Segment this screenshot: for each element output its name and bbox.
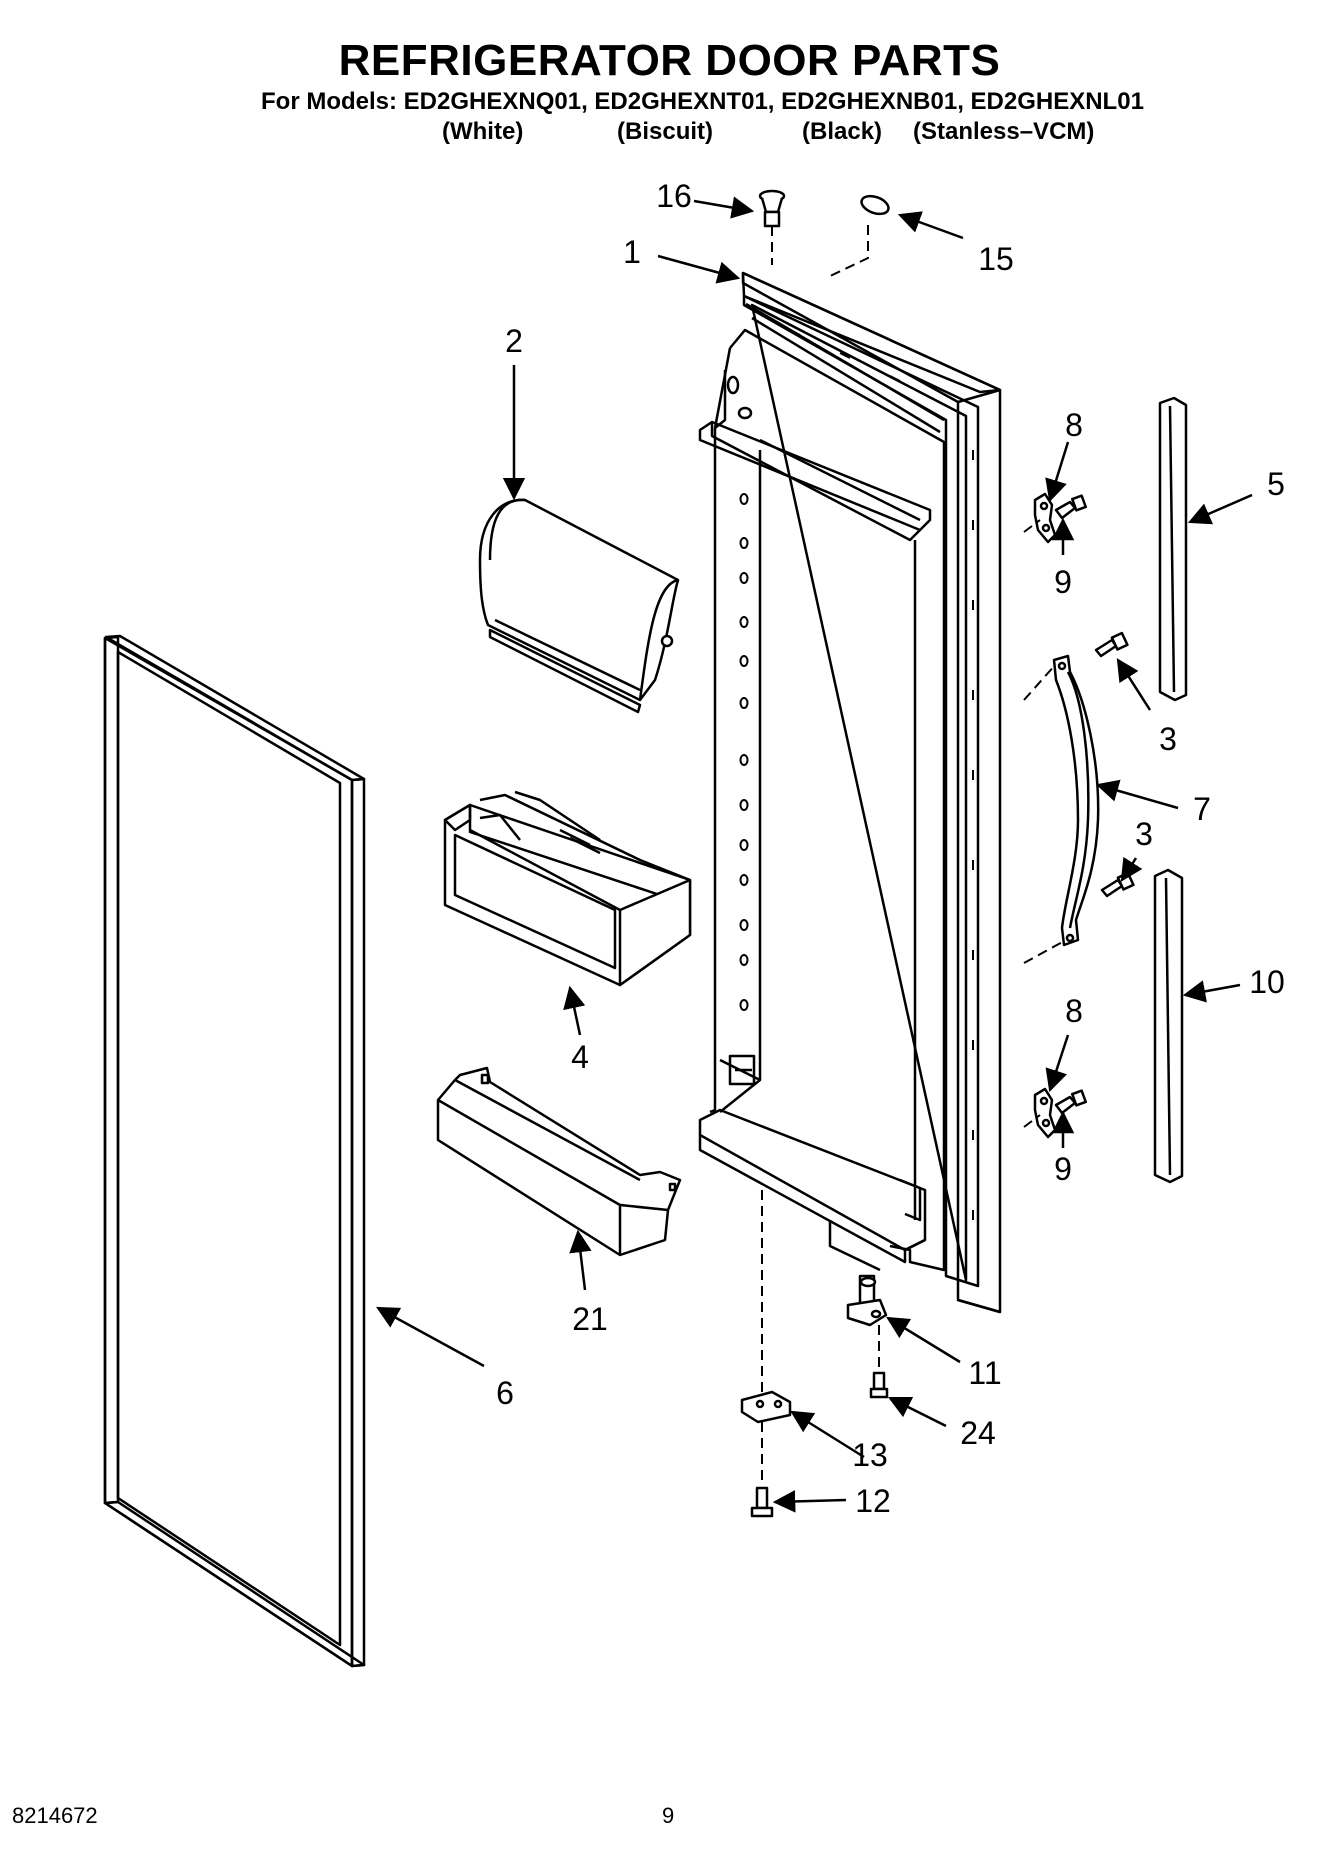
door-trim-bottom [1153, 868, 1184, 1184]
callout-12: 12 [855, 1483, 891, 1519]
page-number: 9 [662, 1803, 675, 1828]
callout-1: 1 [623, 234, 641, 270]
handle-screw-top [1094, 631, 1129, 658]
door-stop-bracket [740, 1390, 792, 1424]
door-trim-top [1158, 396, 1188, 702]
page-title: REFRIGERATOR DOOR PARTS [338, 36, 1001, 85]
bushing [758, 189, 786, 228]
callout-8-top: 8 [1065, 407, 1083, 443]
callout-5: 5 [1267, 466, 1285, 502]
callout-3-top: 3 [1159, 721, 1177, 757]
doc-number: 8214672 [12, 1803, 98, 1828]
callout-9-bottom: 9 [1054, 1151, 1072, 1187]
door-assembly [698, 271, 1002, 1314]
callout-10: 10 [1249, 964, 1285, 1000]
hinge-top [1033, 492, 1057, 544]
callout-3-bottom: 3 [1135, 816, 1153, 852]
hinge-bottom [1033, 1087, 1057, 1139]
callout-8-bottom: 8 [1065, 993, 1083, 1029]
callout-21: 21 [572, 1301, 608, 1337]
door-bin [443, 790, 692, 987]
callout-7: 7 [1193, 791, 1211, 827]
hinge-screw-top [1054, 494, 1088, 520]
hinge-screw-bottom [1054, 1089, 1088, 1115]
callout-9-top: 9 [1054, 564, 1072, 600]
color-black: (Black) [802, 118, 883, 145]
color-white: (White) [442, 118, 524, 145]
dairy-door [478, 498, 680, 714]
hinge-pin-screw [869, 1371, 889, 1399]
door-edge-ticks [789, 329, 974, 1220]
models-line: For Models: ED2GHEXNQ01, ED2GHEXNT01, ED… [261, 88, 1144, 115]
bottom-hinge [846, 1274, 888, 1327]
callout-13: 13 [852, 1437, 888, 1473]
bracket-screw [750, 1486, 774, 1518]
callout-2: 2 [505, 323, 523, 359]
callout-16: 16 [656, 178, 692, 214]
alignment-lines [761, 225, 1067, 1486]
plug [860, 194, 890, 216]
callout-6: 6 [496, 1375, 514, 1411]
door-liner-holes [739, 493, 749, 1011]
door-gasket [103, 634, 366, 1668]
door-handle [1052, 654, 1100, 947]
callout-24: 24 [960, 1415, 996, 1451]
leader-arrows [376, 196, 1253, 1513]
color-stainless: (Stanless–VCM) [913, 118, 1095, 145]
callout-4: 4 [571, 1039, 589, 1075]
callout-15: 15 [978, 241, 1014, 277]
bin-rail [436, 1066, 682, 1257]
callout-11: 11 [968, 1355, 1001, 1391]
color-biscuit: (Biscuit) [617, 118, 713, 145]
handle-screw-bottom [1100, 871, 1135, 898]
